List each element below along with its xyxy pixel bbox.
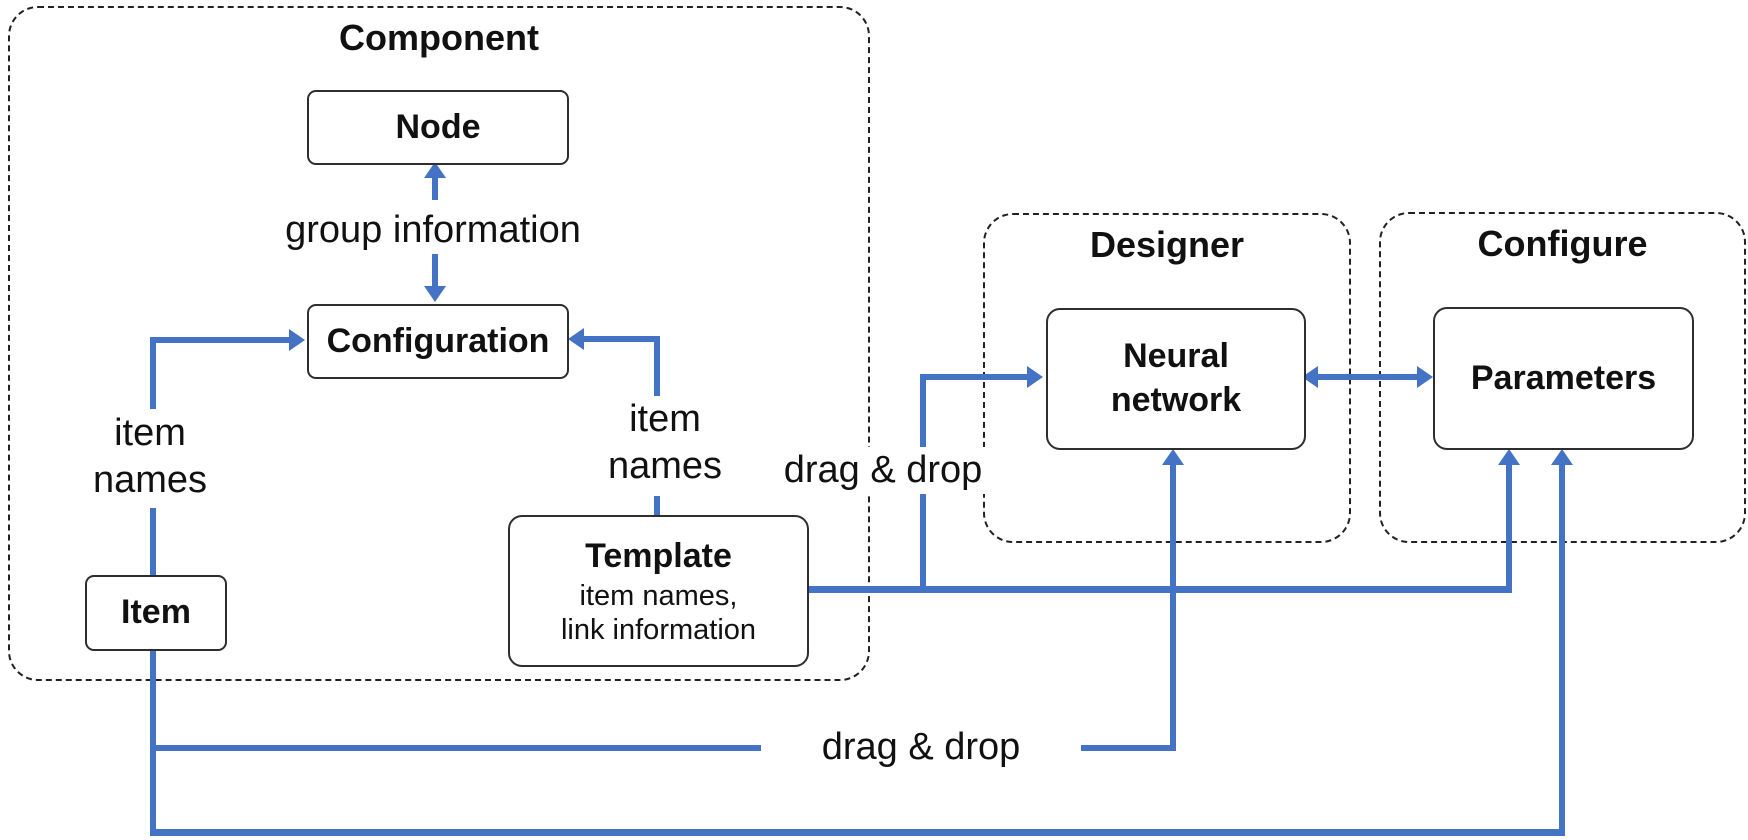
label-item-names-left-line1: item bbox=[114, 412, 186, 454]
edge-item-trunk-vertical bbox=[150, 647, 156, 835]
edge-template-to-configuration-horizontal bbox=[584, 336, 660, 342]
edge-node-to-configuration-shaft bbox=[432, 253, 438, 288]
edge-neural-network-parameters-right-arrowhead-icon bbox=[1417, 366, 1433, 388]
label-group-information: group information bbox=[233, 207, 633, 255]
box-neural-network-label-line2: network bbox=[1110, 381, 1242, 419]
group-configure-title: Configure bbox=[1477, 223, 1648, 264]
label-item-names-right: item names bbox=[545, 396, 785, 491]
label-drag-and-drop-top: drag & drop bbox=[723, 447, 1043, 495]
edge-template-to-neural-network-arrowhead-icon bbox=[1027, 366, 1043, 388]
edge-template-to-configuration-arrowhead-icon bbox=[568, 328, 584, 350]
edge-item-to-neural-network-vertical bbox=[1170, 462, 1176, 751]
edge-item-to-configuration-horizontal bbox=[150, 337, 291, 343]
group-component: Component bbox=[8, 6, 870, 681]
label-item-names-right-line1: item bbox=[629, 398, 701, 440]
edge-item-to-neural-network-horizontal-left bbox=[150, 745, 810, 751]
label-item-names-right-line2: names bbox=[607, 445, 723, 488]
label-item-names-left: item names bbox=[30, 410, 270, 505]
edge-configuration-to-node-arrowhead-icon bbox=[424, 162, 446, 178]
box-neural-network: Neural network bbox=[1046, 308, 1306, 450]
edge-item-to-neural-network-horizontal-right bbox=[1040, 745, 1176, 751]
edge-template-to-configuration-vertical-lower bbox=[654, 496, 660, 516]
box-node-label: Node bbox=[395, 107, 481, 146]
edge-neural-network-parameters-left-arrowhead-icon bbox=[1302, 366, 1318, 388]
edge-configuration-to-node-shaft bbox=[432, 176, 438, 200]
edge-item-to-configuration-vertical-upper bbox=[150, 337, 156, 409]
edge-item-to-neural-network-arrowhead-icon bbox=[1162, 449, 1184, 465]
edge-item-to-parameters-vertical bbox=[1559, 462, 1565, 836]
box-configuration: Configuration bbox=[307, 304, 569, 379]
edge-item-to-parameters-arrowhead-icon bbox=[1551, 449, 1573, 465]
edge-template-to-parameters-horizontal bbox=[803, 586, 1512, 593]
box-neural-network-label-line1: Neural bbox=[1123, 337, 1229, 376]
box-template-subtitle-line2: link information bbox=[560, 613, 757, 646]
box-configuration-label: Configuration bbox=[326, 321, 550, 360]
box-template: Template item names, link information bbox=[508, 515, 809, 667]
edge-template-to-parameters-arrowhead-icon bbox=[1498, 449, 1520, 465]
box-item-label: Item bbox=[121, 593, 191, 632]
edge-template-to-neural-network-horizontal bbox=[920, 374, 1027, 380]
box-template-subtitle-line1: item names, bbox=[579, 579, 738, 612]
box-parameters: Parameters bbox=[1433, 307, 1694, 450]
box-parameters-label: Parameters bbox=[1470, 358, 1657, 397]
edge-item-to-configuration-arrowhead-icon bbox=[289, 329, 305, 351]
edge-node-to-configuration-arrowhead-icon bbox=[424, 286, 446, 302]
edge-template-to-configuration-vertical-upper bbox=[654, 336, 660, 396]
edge-template-to-parameters-vertical bbox=[1506, 462, 1512, 593]
edge-item-to-configuration-vertical-lower bbox=[150, 508, 156, 575]
edge-neural-network-parameters-shaft bbox=[1316, 374, 1419, 380]
box-template-title: Template bbox=[585, 537, 732, 576]
group-designer-title: Designer bbox=[1089, 224, 1245, 265]
label-drag-and-drop-bottom: drag & drop bbox=[761, 724, 1081, 772]
edge-item-to-parameters-horizontal bbox=[150, 829, 1565, 836]
label-item-names-left-line2: names bbox=[92, 459, 208, 502]
box-node: Node bbox=[307, 90, 569, 165]
box-item: Item bbox=[85, 575, 227, 651]
group-component-title: Component bbox=[339, 17, 539, 58]
